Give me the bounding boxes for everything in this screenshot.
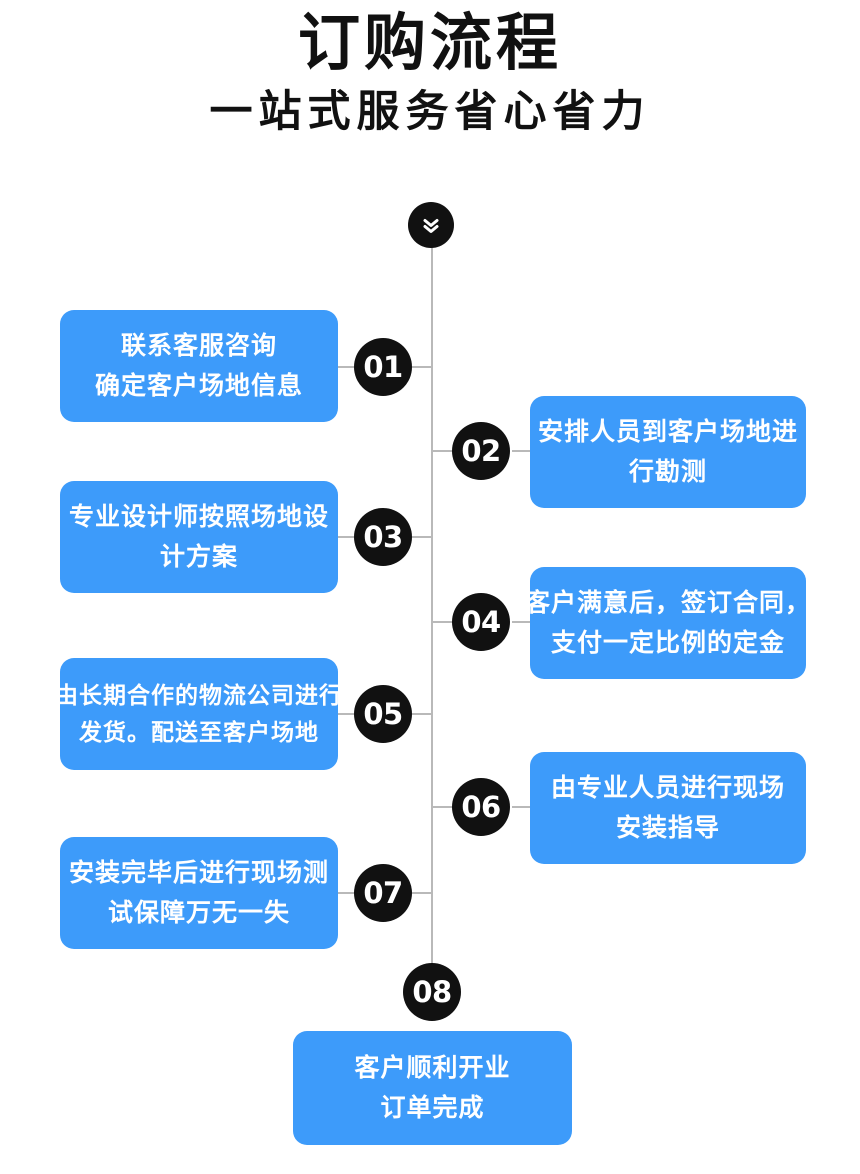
page-subtitle: 一站式服务省心省力 — [209, 88, 651, 137]
step-line: 确定客户场地信息 — [94, 372, 303, 400]
connector-02b — [512, 450, 530, 452]
connector-04b — [512, 621, 530, 623]
step-badge-02: 02 — [452, 422, 510, 480]
step-box-05: 由长期合作的物流公司进行 发货。配送至客户场地 — [55, 658, 342, 770]
step-line: 由长期合作的物流公司进行 — [55, 681, 343, 708]
step-line: 计方案 — [159, 543, 238, 571]
step-badge-01: 01 — [354, 338, 412, 396]
step-number: 03 — [363, 520, 403, 554]
step-box-07: 安装完毕后进行现场测 试保障万无一失 — [60, 837, 338, 949]
step-line: 订单完成 — [380, 1094, 485, 1122]
step-number: 08 — [412, 975, 452, 1009]
chevron-double-down-icon — [408, 202, 454, 248]
step-box-08: 客户顺利开业 订单完成 — [293, 1031, 572, 1145]
step-box-02: 安排人员到客户场地进 行勘测 — [530, 396, 806, 508]
step-badge-03: 03 — [354, 508, 412, 566]
step-badge-08: 08 — [403, 963, 461, 1021]
step-line: 联系客服咨询 — [120, 331, 277, 360]
connector-04 — [432, 621, 454, 623]
connector-05 — [338, 713, 354, 715]
step-number: 02 — [461, 434, 501, 468]
step-box-01: 联系客服咨询 确定客户场地信息 — [60, 310, 338, 422]
step-line: 安装指导 — [615, 814, 720, 842]
step-box-06: 由专业人员进行现场 安装指导 — [530, 752, 806, 864]
connector-06b — [512, 806, 530, 808]
connector-01 — [338, 366, 354, 368]
connector-05b — [412, 713, 432, 715]
connector-07 — [338, 892, 354, 894]
step-badge-06: 06 — [452, 778, 510, 836]
connector-02 — [432, 450, 454, 452]
step-number: 07 — [363, 876, 403, 910]
step-line: 安装完毕后进行现场测 — [69, 858, 330, 887]
step-number: 01 — [363, 350, 403, 384]
step-line: 行勘测 — [628, 458, 707, 486]
step-box-03: 专业设计师按照场地设 计方案 — [60, 481, 338, 593]
page-title: 订购流程 — [297, 9, 562, 78]
step-badge-07: 07 — [354, 864, 412, 922]
connector-06 — [432, 806, 454, 808]
connector-03b — [412, 536, 432, 538]
connector-07b — [412, 892, 432, 894]
header: 订购流程 一站式服务省心省力 — [0, 0, 860, 139]
step-line: 专业设计师按照场地设 — [69, 502, 330, 531]
step-line: 由专业人员进行现场 — [550, 773, 785, 802]
connector-03 — [338, 536, 354, 538]
step-badge-05: 05 — [354, 685, 412, 743]
step-badge-04: 04 — [452, 593, 510, 651]
step-box-04: 客户满意后，签订合同， 支付一定比例的定金 — [525, 567, 810, 679]
step-line: 试保障万无一失 — [107, 899, 290, 927]
timeline-spine — [431, 228, 433, 968]
step-line: 客户满意后，签订合同， — [525, 588, 812, 617]
step-line: 客户顺利开业 — [354, 1053, 511, 1082]
step-number: 05 — [363, 697, 403, 731]
step-line: 支付一定比例的定金 — [550, 629, 785, 657]
step-line: 安排人员到客户场地进 — [538, 417, 799, 446]
step-number: 04 — [461, 605, 501, 639]
step-number: 06 — [461, 790, 501, 824]
connector-01b — [412, 366, 432, 368]
step-line: 发货。配送至客户场地 — [79, 719, 319, 745]
